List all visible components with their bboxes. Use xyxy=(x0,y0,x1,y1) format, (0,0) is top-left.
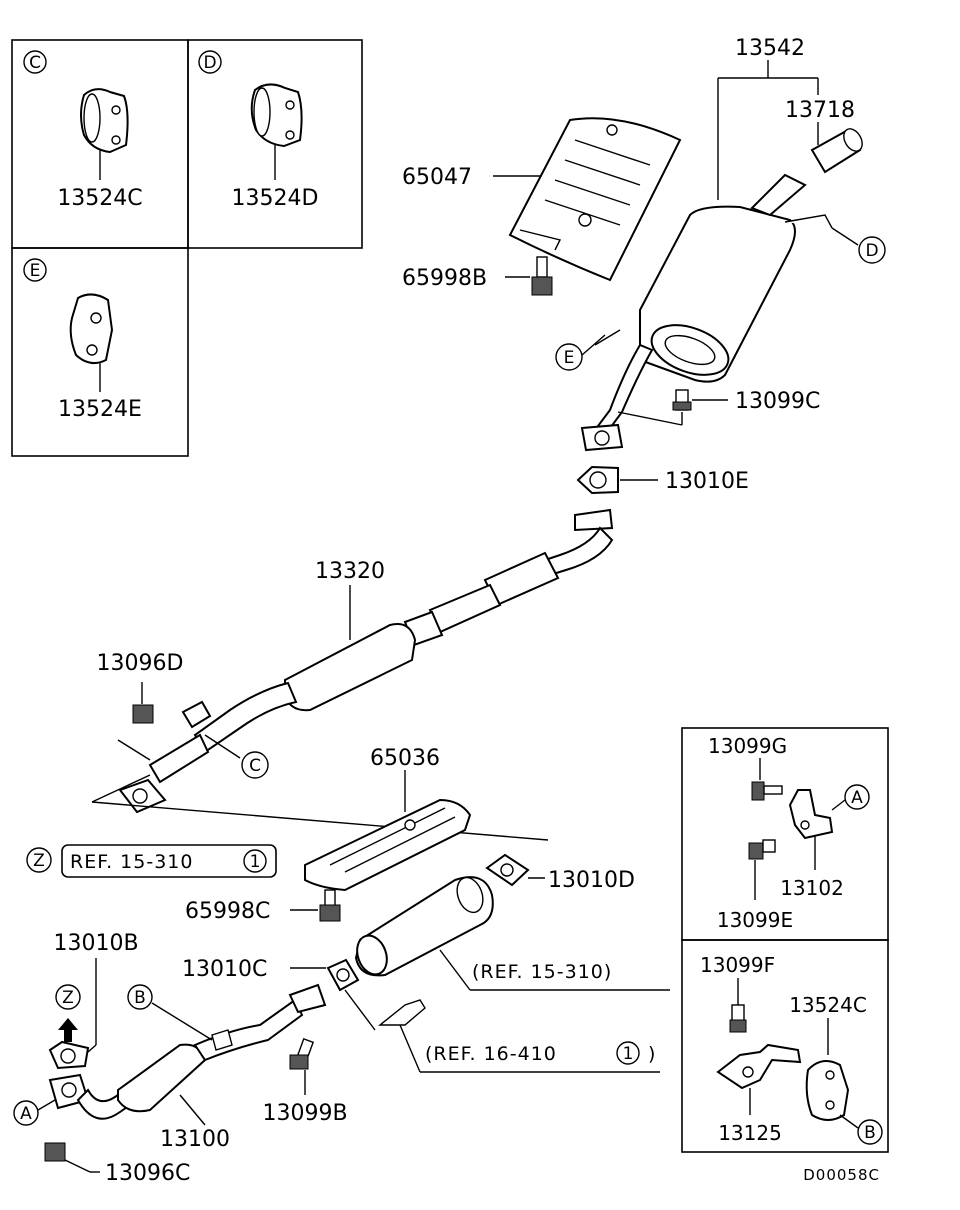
diagram-code: D00058C xyxy=(803,1166,880,1184)
nut-13096d-icon xyxy=(132,704,154,724)
label-13096d: 13096D xyxy=(97,651,184,676)
main-muffler xyxy=(580,173,833,452)
callout-c: C xyxy=(249,756,261,776)
callout-e: E xyxy=(564,348,575,368)
tail-pipe-tip xyxy=(810,128,863,174)
callout-e-marker: E xyxy=(30,261,41,281)
ref-catalyst-text: (REF. 15-310) xyxy=(472,961,612,983)
bolt-13099e-icon xyxy=(748,839,776,860)
hanger-13524c-icon xyxy=(80,88,129,154)
callout-b: B xyxy=(134,988,146,1008)
nut-13096c-icon xyxy=(44,1142,66,1162)
label-13099c: 13099C xyxy=(735,389,820,414)
inset-box-b: 13099F 13524C 13125 B xyxy=(681,939,889,1153)
label-13010b: 13010B xyxy=(53,931,138,956)
gasket-13010e xyxy=(576,465,619,495)
label-65047: 65047 xyxy=(402,165,472,190)
callout-a-left: A xyxy=(20,1104,32,1124)
inset-box-e: E 13524E xyxy=(11,247,189,457)
front-pipe-13100 xyxy=(48,983,327,1120)
center-pipe-13320 xyxy=(118,508,614,814)
label-13524d: 13524D xyxy=(232,186,319,211)
label-13010c: 13010C xyxy=(182,957,267,982)
inset-box-a: 13099G A 13102 13099E xyxy=(681,727,889,941)
bracket-13102-icon xyxy=(788,789,834,840)
up-arrow-icon xyxy=(58,1018,78,1042)
gasket-13010b xyxy=(48,1040,90,1070)
label-13099f: 13099F xyxy=(700,953,775,977)
label-13102: 13102 xyxy=(780,876,844,900)
label-13099e: 13099E xyxy=(717,908,793,932)
label-13320: 13320 xyxy=(315,559,385,584)
bolt-65998b-icon xyxy=(531,256,553,296)
callout-c-marker: C xyxy=(29,53,41,73)
callout-d: D xyxy=(865,241,878,261)
hanger-13524c-inset-icon xyxy=(805,1060,850,1121)
callout-b-inset: B xyxy=(864,1123,876,1143)
bolt-13099f-icon xyxy=(729,1004,747,1033)
bolt-13099b-icon xyxy=(289,1037,315,1070)
hanger-13524d-icon xyxy=(250,83,303,148)
inset-box-d: D 13524D xyxy=(187,39,363,249)
label-13010d: 13010D xyxy=(548,868,635,893)
label-13524c: 13524C xyxy=(57,186,142,211)
label-65998b: 65998B xyxy=(402,266,487,291)
label-13524e: 13524E xyxy=(58,397,142,422)
heat-shield-65047 xyxy=(508,117,682,282)
bolt-13099g-icon xyxy=(751,781,783,801)
label-13099g: 13099G xyxy=(708,734,787,758)
label-13100: 13100 xyxy=(160,1127,230,1152)
label-13542: 13542 xyxy=(735,36,805,61)
ref-z-number: 1 xyxy=(250,852,261,872)
ref-pipe-text: (REF. 16-410 xyxy=(425,1043,557,1065)
callout-a-inset: A xyxy=(851,788,863,808)
label-13524c-inset: 13524C xyxy=(789,993,867,1017)
catalytic-converter xyxy=(354,876,494,977)
label-65998c: 65998C xyxy=(185,899,270,924)
label-65036: 65036 xyxy=(370,746,440,771)
label-13125: 13125 xyxy=(718,1121,782,1145)
callout-z: Z xyxy=(62,988,74,1008)
gasket-13010d xyxy=(485,853,530,887)
heat-shield-65036 xyxy=(304,798,472,892)
label-13099b: 13099B xyxy=(262,1101,347,1126)
ref-z-text: REF. 15-310 xyxy=(70,851,193,873)
label-13010e: 13010E xyxy=(665,469,749,494)
bolt-13099c-icon xyxy=(672,389,692,411)
label-13718: 13718 xyxy=(785,98,855,123)
ref-pipe-number: 1 xyxy=(623,1044,634,1064)
ref-pipe-close: ) xyxy=(648,1043,656,1065)
callout-d-marker: D xyxy=(203,53,216,73)
hanger-13524e-icon xyxy=(69,293,114,365)
bracket-13125-icon xyxy=(716,1043,802,1090)
inset-box-c: C 13524C xyxy=(11,39,189,249)
label-13096c: 13096C xyxy=(105,1161,190,1186)
bolt-65998c-icon xyxy=(319,889,341,922)
gasket-13010c xyxy=(326,958,360,992)
callout-z-ref: Z xyxy=(33,851,45,871)
